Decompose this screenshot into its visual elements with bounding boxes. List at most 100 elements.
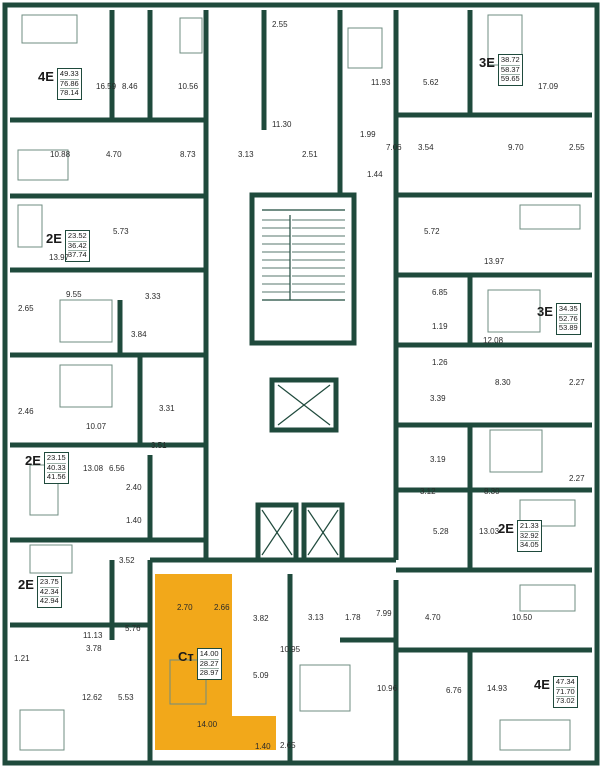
room-area-label: 8.46 [122,82,138,91]
room-area-label: 5.28 [433,527,449,536]
room-area-label: 1.19 [432,322,448,331]
room-area-label: 5.09 [253,671,269,680]
room-area-label: 16.59 [96,82,117,91]
room-area-label: 11.13 [83,631,103,640]
room-area-label: 2.66 [214,603,230,612]
room-area-label: 5.62 [423,78,439,87]
room-area-label: 1.40 [255,742,271,751]
room-area-label: 5.73 [113,227,129,236]
living-area: 49.33 [59,69,79,80]
unit-tag-2e-left-lower[interactable]: 2E 23.75 42.34 42.94 [18,576,62,608]
room-area-label: 3.13 [238,150,254,159]
room-area-label: 3.31 [159,404,175,413]
total-area: 76.86 [59,78,79,90]
room-area-label: 3.54 [418,143,434,152]
room-area-label: 1.40 [126,516,142,525]
unit-tag-2e-left-middle[interactable]: 2E 23.15 40.33 41.56 [25,452,69,484]
room-area-label: 13.08 [83,464,104,473]
room-area-label: 13.03 [479,527,500,536]
room-area-label: 9.55 [66,290,82,299]
room-area-label: 3.52 [119,556,135,565]
total-area: 28.27 [199,658,219,670]
room-area-label: 10.50 [512,613,533,622]
unit-code: Ст [178,649,194,664]
unit-tag-studio-selected[interactable]: Ст 14.00 28.27 28.97 [178,648,222,680]
unit-area-box: 21.33 32.92 34.05 [516,520,542,552]
room-area-label: 6.56 [109,464,125,473]
room-area-label: 3.82 [253,614,269,623]
room-area-label: 2.27 [569,378,585,387]
unit-tag-4e-top-left[interactable]: 4E 49.33 76.86 78.14 [38,68,82,100]
unit-code: 3E [479,55,495,70]
room-area-label: 3.39 [430,394,446,403]
total-area-with-balcony: 28.97 [199,668,219,678]
room-area-label: 10.95 [280,645,301,654]
room-area-label: 2.65 [280,741,296,750]
room-area-label: 3.12 [420,487,436,496]
room-area-label: 6.85 [432,288,448,297]
room-area-label: 2.55 [569,143,585,152]
room-area-label: 3.84 [131,330,147,339]
room-area-label: 1.21 [14,654,30,663]
living-area: 23.75 [39,577,59,588]
unit-tag-4e-bottom-right[interactable]: 4E 47.34 71.70 73.02 [534,676,578,708]
room-area-label: 13.97 [484,257,505,266]
room-area-label: 13.97 [49,253,70,262]
unit-tag-2e-right-lower[interactable]: 2E 21.33 32.92 34.05 [498,520,542,552]
room-area-label: 1.78 [345,613,361,622]
unit-area-box: 38.72 58.37 59.65 [497,54,523,86]
room-area-label: 11.93 [371,78,391,87]
unit-code: 2E [25,453,41,468]
room-area-label: 14.93 [487,684,508,693]
room-area-label: 10.96 [377,684,398,693]
room-area-label: 3.33 [145,292,161,301]
unit-code: 2E [18,577,34,592]
room-area-label: 2.65 [18,304,34,313]
total-area-with-balcony: 34.05 [519,540,539,550]
room-area-label: 7.06 [386,143,402,152]
total-area-with-balcony: 59.65 [500,74,520,84]
unit-tag-2e-left-upper[interactable]: 2E 23.52 36.42 37.74 [46,230,90,262]
unit-code: 4E [38,69,54,84]
living-area: 47.34 [555,677,575,688]
room-area-label: 4.70 [425,613,441,622]
living-area: 14.00 [199,649,219,660]
total-area-with-balcony: 73.02 [555,696,575,706]
unit-tag-3e-right[interactable]: 3E 34.35 52.76 53.89 [537,303,581,335]
room-area-label: 2.55 [272,20,288,29]
room-area-label: 2.51 [302,150,318,159]
room-area-label: 5.76 [125,624,141,633]
unit-code: 3E [537,304,553,319]
room-area-label: 6.76 [446,686,462,695]
room-area-label: 7.99 [376,609,392,618]
total-area: 58.37 [500,64,520,76]
unit-area-box: 34.35 52.76 53.89 [555,303,581,335]
room-area-label: 12.08 [483,336,504,345]
room-area-label: 9.70 [508,143,524,152]
room-area-label: 10.56 [178,82,199,91]
room-area-label: 1.26 [432,358,448,367]
room-area-label: 2.46 [18,407,34,416]
unit-code: 4E [534,677,550,692]
room-area-label: 10.07 [86,422,107,431]
room-area-label: 11.30 [272,120,292,129]
total-area: 52.76 [558,313,578,325]
room-area-label: 1.44 [367,170,383,179]
living-area: 23.52 [67,231,87,242]
total-area: 32.92 [519,530,539,542]
total-area-with-balcony: 42.94 [39,596,59,606]
total-area: 71.70 [555,686,575,698]
unit-tag-3e-top-right[interactable]: 3E 38.72 58.37 59.65 [479,54,523,86]
unit-area-box: 23.52 36.42 37.74 [64,230,90,262]
unit-area-box: 49.33 76.86 78.14 [56,68,82,100]
room-area-label: 2.70 [177,603,193,612]
unit-code: 2E [46,231,62,246]
room-area-label: 12.62 [82,693,103,702]
room-area-label: 1.99 [360,130,376,139]
room-area-label: 8.30 [495,378,511,387]
total-area: 42.34 [39,586,59,598]
room-area-label: 10.88 [50,150,71,159]
room-area-label: 3.51 [151,441,167,450]
